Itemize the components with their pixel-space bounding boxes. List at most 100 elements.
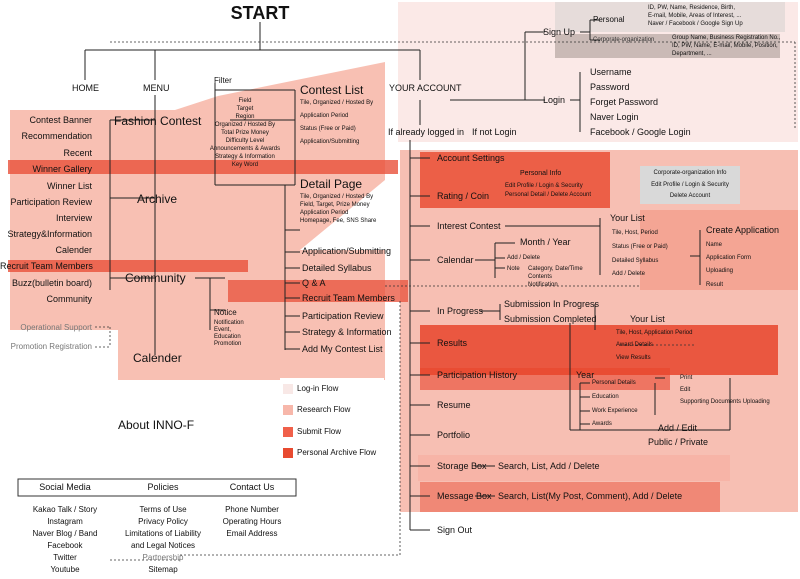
home-title[interactable]: HOME: [72, 83, 99, 93]
detail-link[interactable]: Add My Contest List: [302, 344, 383, 354]
footer-link[interactable]: Terms of Use: [139, 505, 187, 514]
promotion-registration[interactable]: Promotion Registration: [10, 342, 92, 351]
resume-action[interactable]: Supporting Documents Uploading: [680, 399, 770, 405]
home-item[interactable]: Interview: [55, 213, 92, 223]
sign-out[interactable]: Sign Out: [437, 525, 473, 535]
footer-link[interactable]: Email Address: [226, 529, 278, 538]
resume-item[interactable]: Work Experience: [592, 408, 638, 414]
submission-in-progress[interactable]: Submission In Progress: [504, 299, 600, 309]
home-item[interactable]: Buzz(bulletin board): [11, 278, 92, 288]
contest-list-title[interactable]: Contest List: [300, 83, 364, 97]
filter-item[interactable]: Announcements & Awards: [209, 146, 281, 152]
home-item[interactable]: Participation Review: [10, 197, 92, 207]
login-item[interactable]: Username: [590, 67, 632, 77]
resume-action[interactable]: Edit: [680, 387, 691, 393]
home-item[interactable]: Calender: [55, 245, 92, 255]
footer-link[interactable]: Limitations of Liability: [124, 529, 202, 538]
detail-link[interactable]: Participation Review: [302, 311, 384, 321]
filter-item[interactable]: Target: [236, 106, 254, 112]
footer-link[interactable]: and Legal Notices: [130, 541, 196, 550]
calendar-add[interactable]: Add / Delete: [507, 255, 541, 261]
footer-link[interactable]: Operating Hours: [222, 517, 282, 526]
footer-link[interactable]: Phone Number: [225, 505, 279, 514]
results-item[interactable]: View Results: [616, 355, 651, 361]
filter-item[interactable]: Total Prize Money: [221, 130, 269, 136]
footer-link[interactable]: Naver Blog / Band: [32, 529, 98, 538]
login-item[interactable]: Forget Password: [590, 97, 659, 107]
menu-community[interactable]: Community: [125, 271, 186, 285]
create-app-item[interactable]: Result: [706, 282, 724, 288]
portfolio[interactable]: Portfolio: [437, 430, 471, 440]
submission-completed[interactable]: Submission Completed: [504, 314, 597, 324]
personal-info-item[interactable]: Edit Profile / Login & Security: [505, 183, 583, 189]
resume[interactable]: Resume: [437, 400, 471, 410]
home-item[interactable]: Recruit Team Members: [0, 261, 93, 271]
corp-info-item[interactable]: Delete Account: [669, 193, 711, 199]
home-item[interactable]: Community: [46, 294, 92, 304]
notice-title[interactable]: Notice: [214, 308, 237, 317]
footer-link[interactable]: Sitemap: [148, 565, 178, 574]
home-item[interactable]: Recommendation: [21, 131, 92, 141]
home-item[interactable]: Winner List: [46, 181, 92, 191]
filter-item[interactable]: Organized / Hosted By: [214, 122, 276, 128]
personal-label[interactable]: Personal: [593, 15, 625, 24]
menu-fashion-contest[interactable]: Fashion Contest: [114, 114, 202, 128]
create-app-item[interactable]: Name: [706, 242, 723, 248]
operational-support[interactable]: Operational Support: [20, 323, 92, 332]
detail-link[interactable]: Recruit Team Members: [302, 293, 395, 303]
history-year[interactable]: Year: [576, 370, 595, 380]
message-actions[interactable]: Search, List(My Post, Comment), Add / De…: [498, 491, 683, 501]
footer-link[interactable]: Partnership: [142, 553, 184, 562]
detail-link[interactable]: Q & A: [302, 278, 326, 288]
footer-link[interactable]: Facebook: [47, 541, 83, 550]
create-app-item[interactable]: Application Form: [706, 255, 752, 261]
storage-actions[interactable]: Search, List, Add / Delete: [498, 461, 600, 471]
create-app-item[interactable]: Uploading: [706, 268, 734, 274]
filter-item[interactable]: Field: [238, 98, 252, 104]
home-item[interactable]: Strategy&Information: [7, 229, 92, 239]
notice-item[interactable]: Promotion: [214, 341, 242, 347]
personal-info-title[interactable]: Personal Info: [520, 170, 562, 177]
home-item[interactable]: Contest Banner: [29, 115, 92, 125]
menu-calender[interactable]: Calender: [133, 351, 182, 365]
footer-link[interactable]: Twitter: [53, 553, 77, 562]
filter-item[interactable]: Key Word: [231, 162, 259, 168]
results[interactable]: Results: [437, 338, 468, 348]
home-item[interactable]: Recent: [63, 148, 92, 158]
resume-item[interactable]: Education: [592, 394, 619, 400]
calendar-note[interactable]: Note: [507, 266, 520, 272]
contest-list-item[interactable]: Application/Submitting: [300, 139, 360, 145]
menu-about[interactable]: About INNO-F: [118, 418, 195, 432]
your-list-item[interactable]: Detailed Syllabus: [612, 258, 659, 264]
login-item[interactable]: Naver Login: [590, 112, 639, 122]
resume-item[interactable]: Personal Details: [592, 380, 636, 386]
detail-link[interactable]: Strategy & Information: [302, 327, 392, 337]
calendar[interactable]: Calendar: [437, 255, 474, 265]
filter-item[interactable]: Region: [235, 114, 255, 120]
public-private[interactable]: Public / Private: [648, 437, 709, 447]
personal-info-item[interactable]: Personal Detail / Delete Account: [505, 192, 592, 198]
login-item[interactable]: Password: [590, 82, 630, 92]
notice-item[interactable]: Notification: [214, 320, 244, 326]
month-year[interactable]: Month / Year: [520, 237, 571, 247]
corp-info-item[interactable]: Edit Profile / Login & Security: [651, 182, 729, 188]
filter-item[interactable]: Strategy & Information: [215, 154, 275, 160]
message-box[interactable]: Message Box: [437, 491, 492, 501]
footer-link[interactable]: Privacy Policy: [138, 517, 188, 526]
notice-item[interactable]: Education: [214, 334, 241, 340]
footer-link[interactable]: Youtube: [50, 565, 80, 574]
footer-link[interactable]: Kakao Talk / Story: [32, 505, 98, 514]
login-label[interactable]: Login: [543, 95, 566, 105]
interest-contest[interactable]: Interest Contest: [437, 221, 501, 231]
create-application-title[interactable]: Create Application: [706, 225, 780, 235]
corporate-label[interactable]: Corporate-organization: [593, 37, 655, 43]
detail-page-title[interactable]: Detail Page: [300, 177, 363, 191]
account-settings[interactable]: Account Settings: [437, 153, 505, 163]
resume-item[interactable]: Awards: [592, 421, 612, 427]
account-title[interactable]: YOUR ACCOUNT: [389, 83, 462, 93]
notice-item[interactable]: Event,: [214, 327, 232, 333]
in-progress[interactable]: In Progress: [437, 306, 484, 316]
login-item[interactable]: Facebook / Google Login: [590, 127, 691, 137]
add-edit[interactable]: Add / Edit: [658, 423, 698, 433]
participation-history[interactable]: Participation History: [437, 370, 518, 380]
